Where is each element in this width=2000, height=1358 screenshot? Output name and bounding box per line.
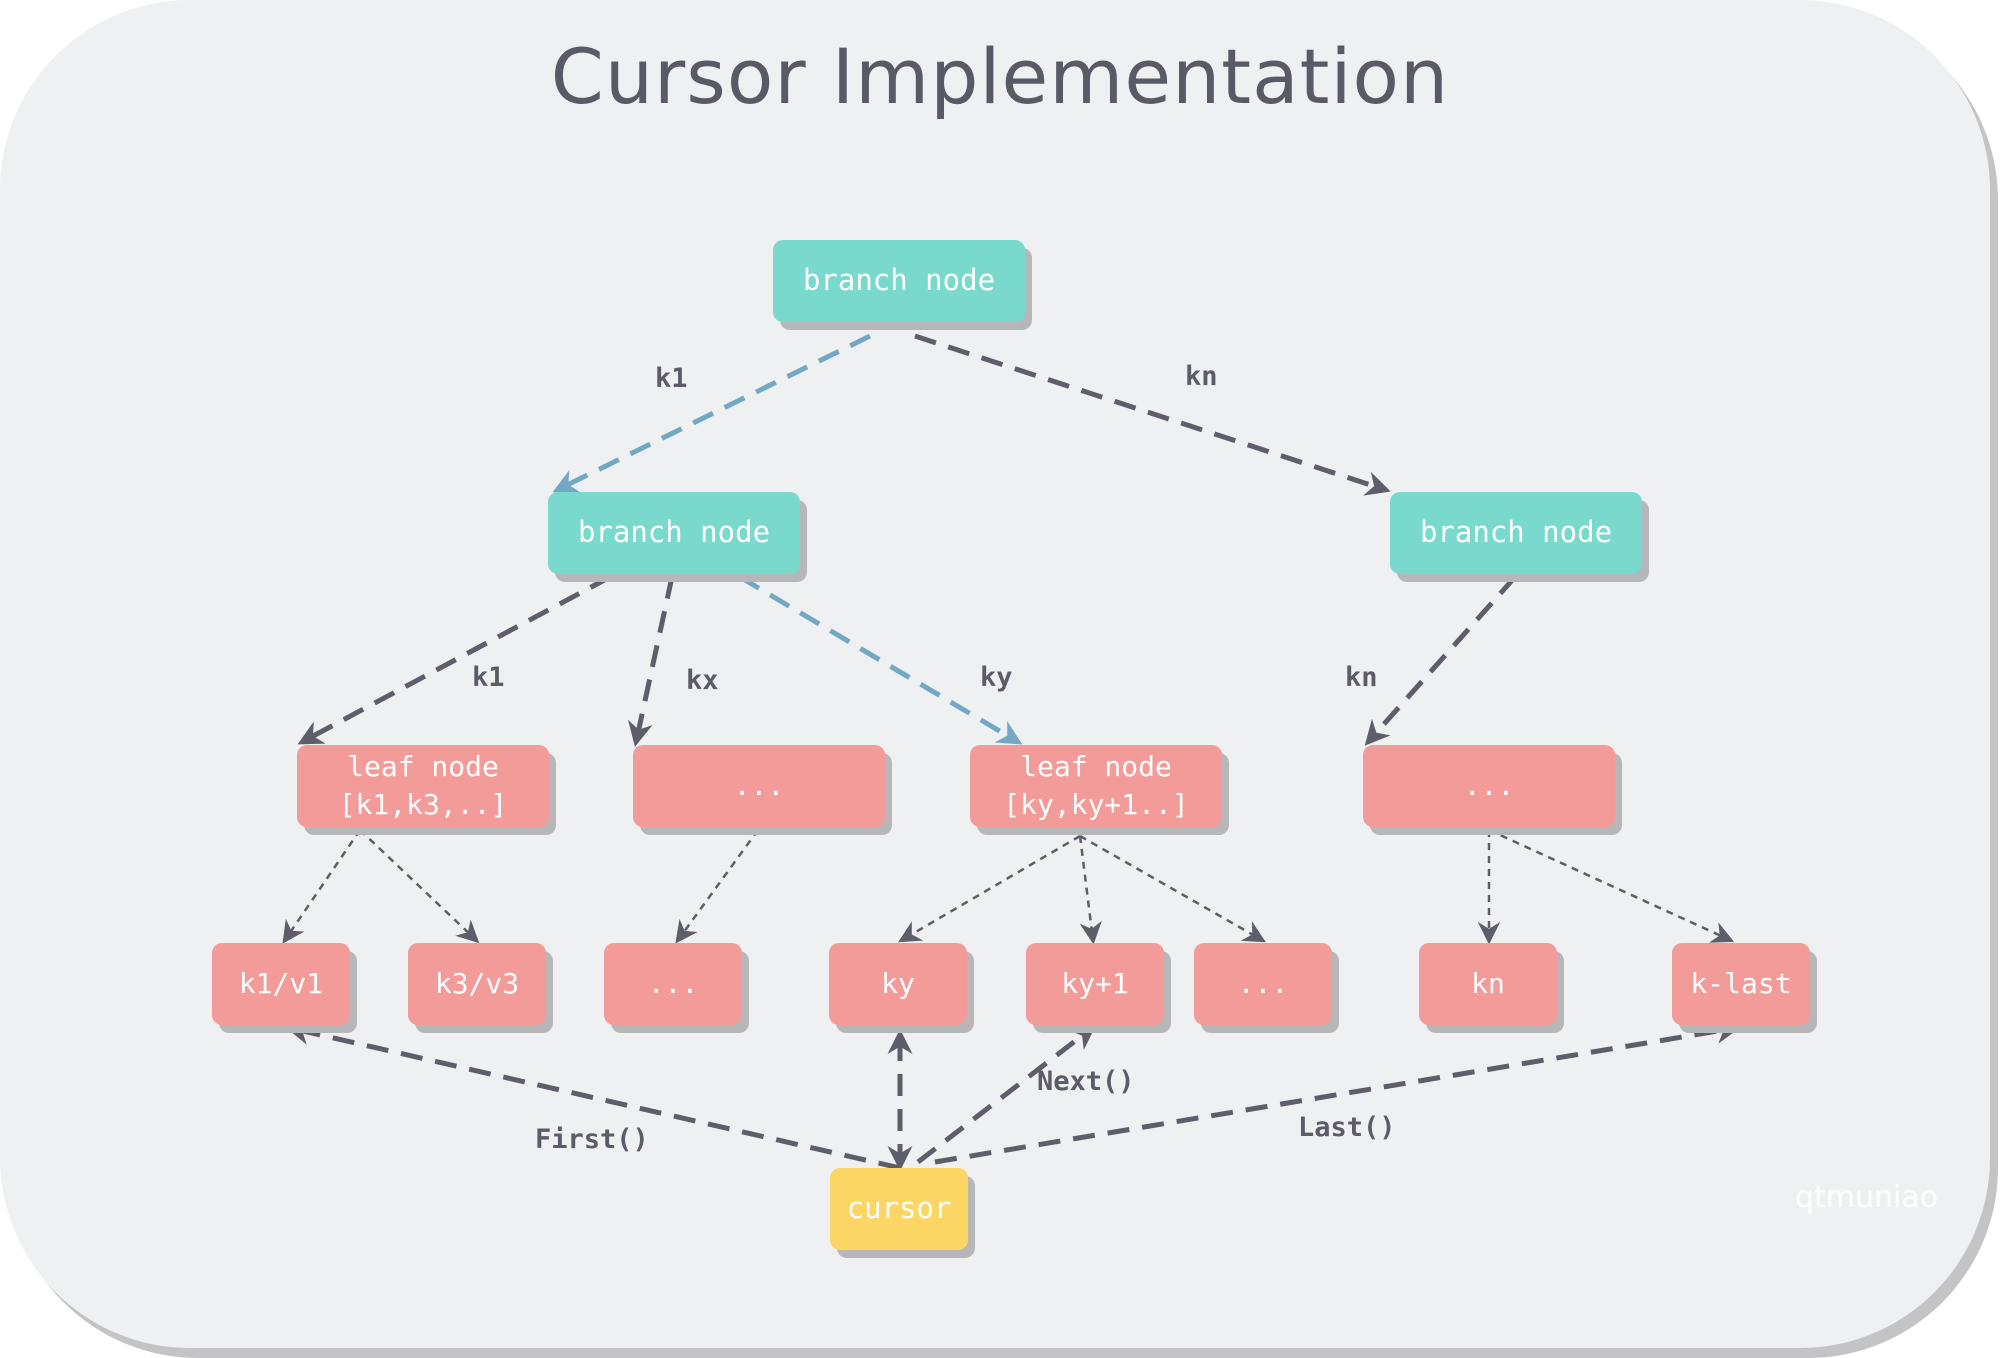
edge-leaf1-to-kv1 — [282, 829, 362, 944]
edge-cursor-next — [916, 1024, 1096, 1164]
edge-label-root-k1: k1 — [655, 363, 688, 394]
edge-leaf3-to-kv4 — [898, 834, 1081, 943]
watermark-text: qtmuniao — [1795, 1180, 1939, 1215]
kv-node-8: k-last — [1672, 943, 1810, 1025]
kv-node-2: k3/v3 — [408, 943, 546, 1025]
cursor-node: cursor — [830, 1168, 968, 1250]
branch-node-root: branch node — [773, 240, 1025, 322]
kv-node-5: ky+1 — [1026, 943, 1164, 1025]
edge-leaf4-to-kv8 — [1488, 828, 1735, 943]
edge-root-to-right — [914, 333, 1391, 496]
edge-root-to-left — [552, 333, 872, 493]
edge-left-to-leaf3 — [738, 574, 1023, 745]
edge-left-to-leaf1 — [297, 574, 612, 745]
edge-left-to-leaf2 — [628, 576, 675, 747]
kv-node-4: ky — [829, 943, 967, 1025]
edge-label-last: Last() — [1298, 1112, 1396, 1143]
edge-label-left-k1: k1 — [472, 662, 505, 693]
leaf-node-1: leaf node [k1,k3,..] — [297, 745, 549, 827]
edge-leaf2-to-kv3 — [675, 829, 760, 944]
edge-leaf1-to-kv2 — [359, 829, 480, 944]
edge-leaf3-to-kv5 — [1078, 835, 1102, 945]
kv-node-1: k1/v1 — [212, 943, 350, 1025]
edge-label-first: First() — [535, 1124, 649, 1155]
edge-leaf3-to-kv6 — [1079, 834, 1266, 943]
diagram-title: Cursor Implementation — [550, 32, 1450, 121]
edge-label-root-kn: kn — [1185, 361, 1218, 392]
kv-node-3: ... — [604, 943, 742, 1025]
edge-cursor-last — [934, 1018, 1741, 1165]
edge-label-left-ky: ky — [980, 662, 1013, 693]
branch-node-right: branch node — [1390, 492, 1642, 574]
kv-node-7: kn — [1419, 943, 1557, 1025]
edge-label-next: Next() — [1037, 1066, 1135, 1097]
leaf-node-2: ... — [633, 745, 885, 827]
leaf-node-4: ... — [1363, 745, 1615, 827]
kv-node-6: ... — [1194, 943, 1332, 1025]
edge-label-left-kx: kx — [686, 665, 719, 696]
edge-right-to-leaf4 — [1364, 575, 1517, 746]
edge-label-right-kn: kn — [1345, 662, 1378, 693]
branch-node-left: branch node — [548, 492, 800, 574]
leaf-node-3: leaf node [ky,ky+1..] — [970, 745, 1222, 827]
